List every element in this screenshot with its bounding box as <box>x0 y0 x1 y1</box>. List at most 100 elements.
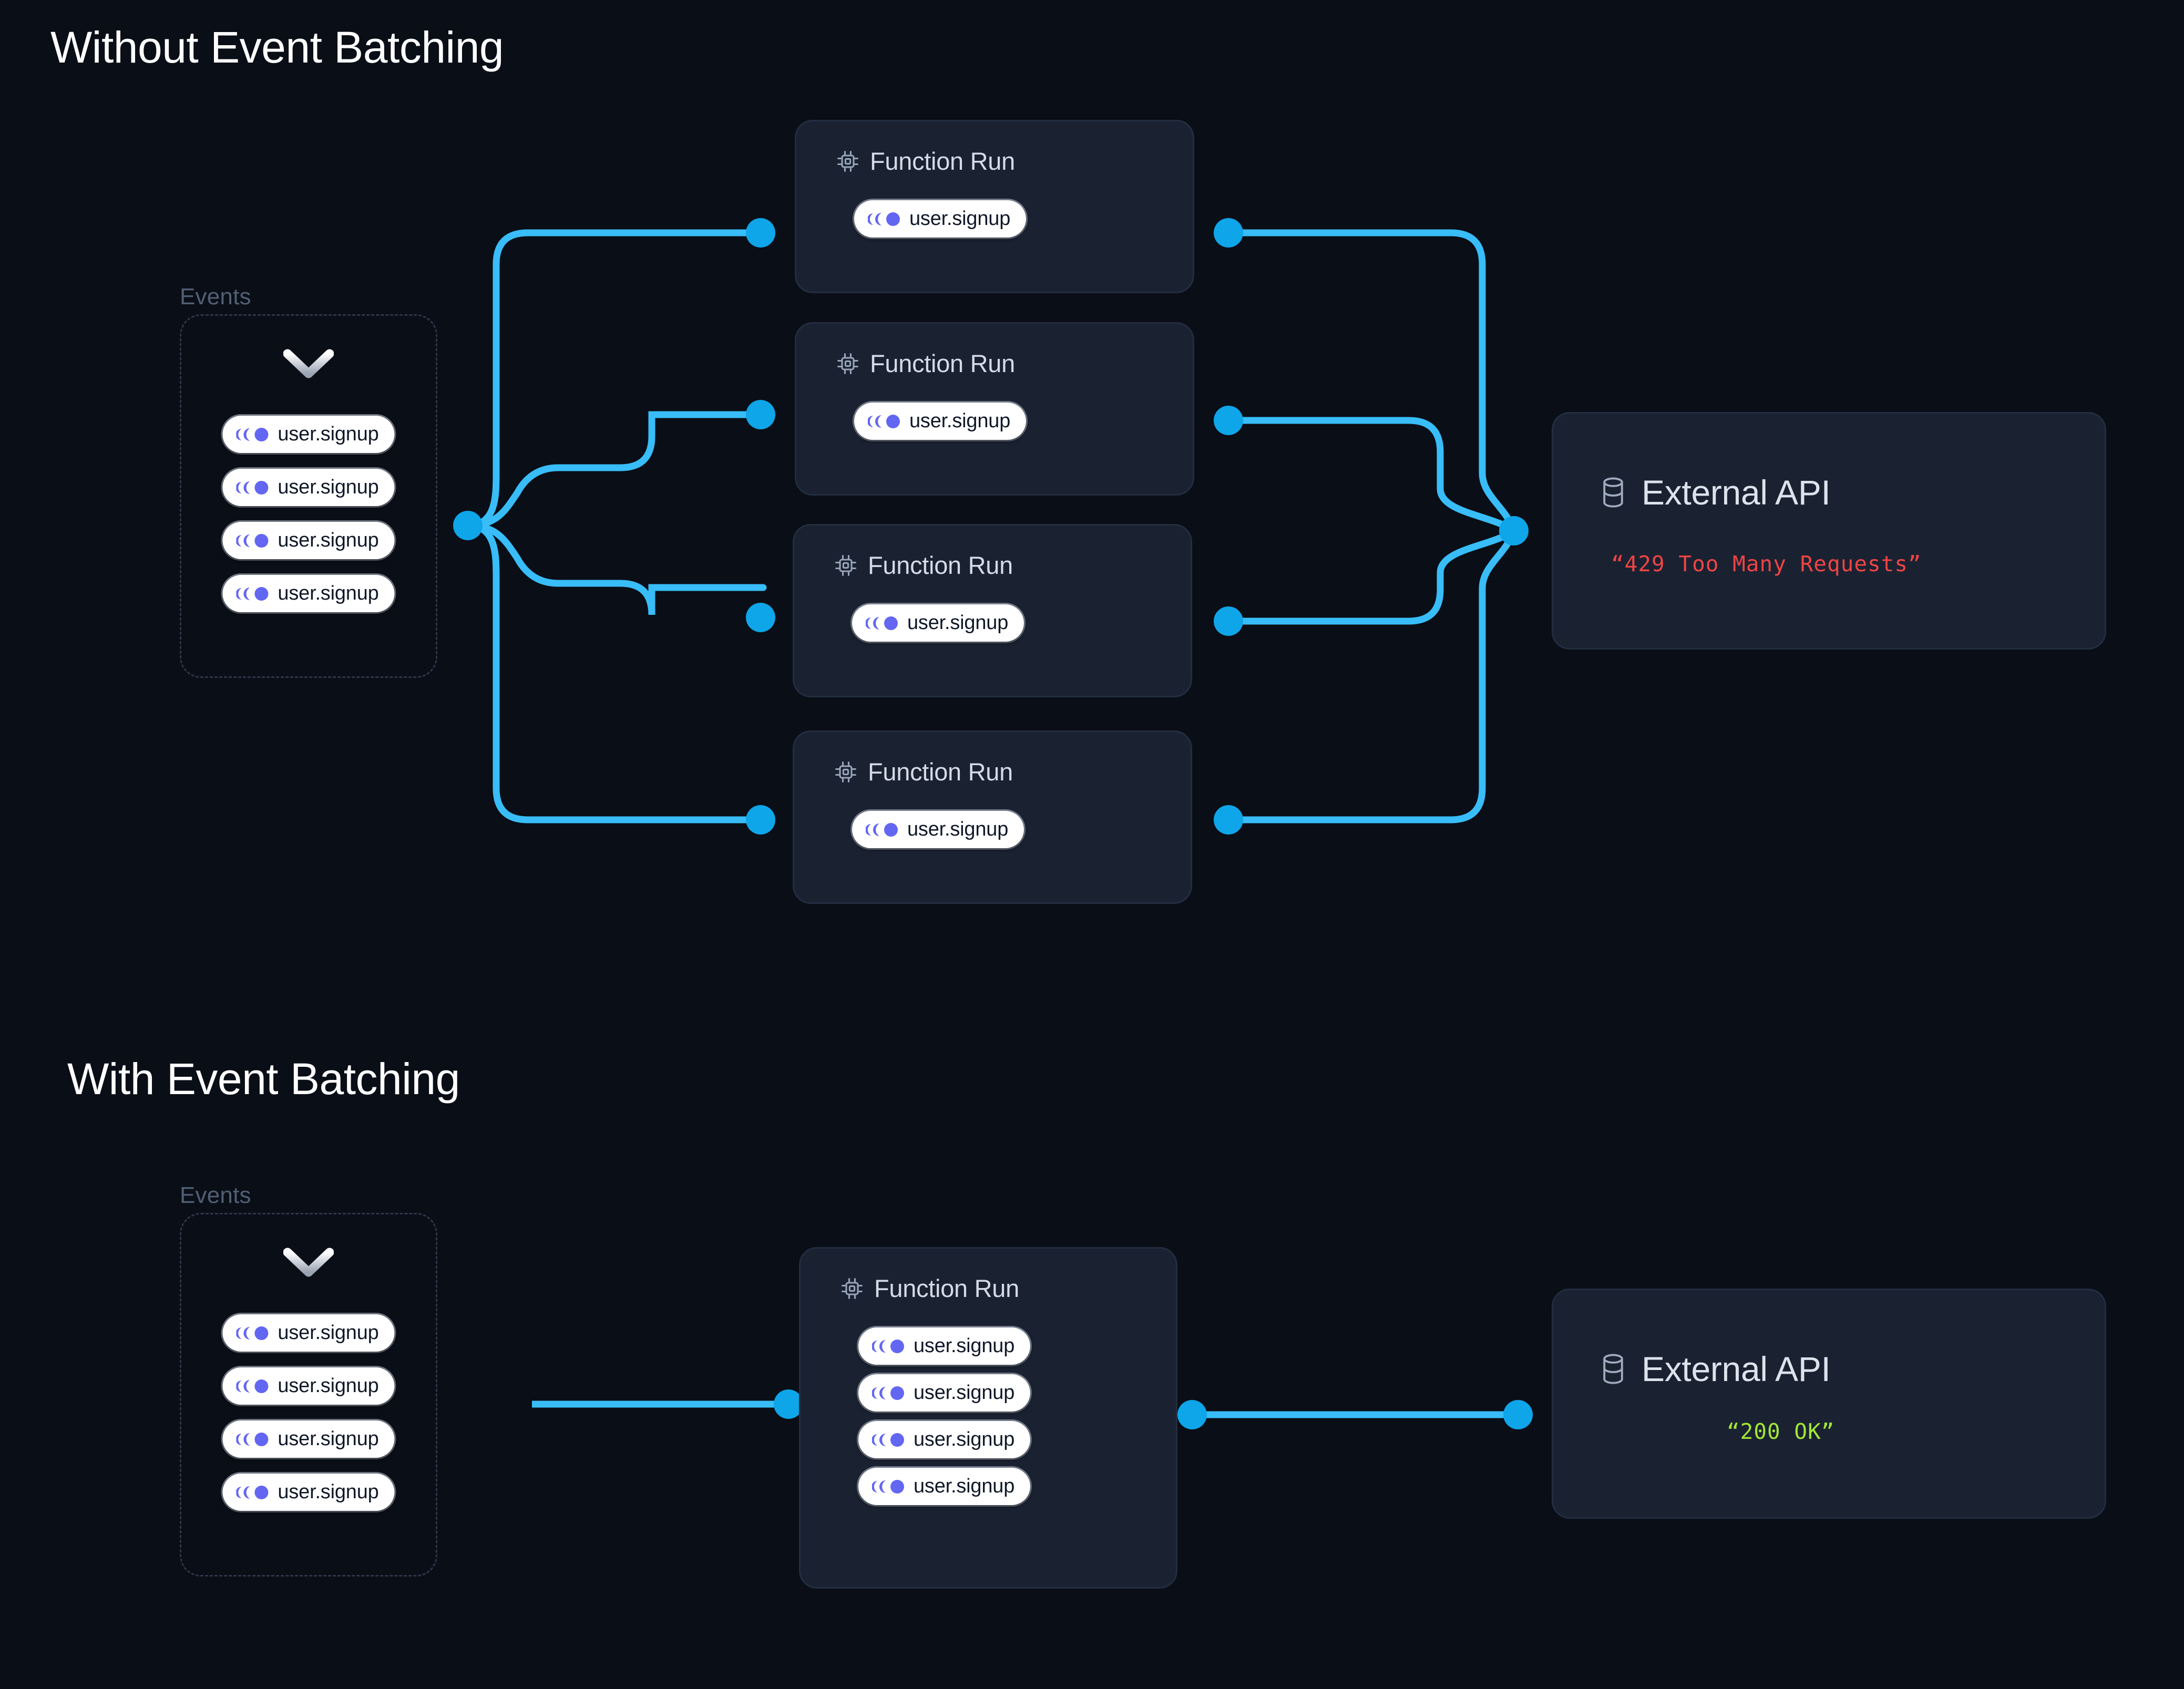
card-title: Function Run <box>870 147 1015 175</box>
card-title: External API <box>1642 473 1831 512</box>
node-fn3-in <box>746 603 775 632</box>
cpu-chip-icon <box>837 150 858 172</box>
event-pill[interactable]: user.signup <box>858 1468 1031 1505</box>
card-header: External API <box>1598 472 1831 512</box>
chevron-down-icon <box>283 348 334 380</box>
event-pill[interactable]: user.signup <box>222 1314 395 1352</box>
event-pill-stack: user.signup user.signup <box>222 1314 395 1511</box>
card-header: External API <box>1598 1349 1831 1389</box>
event-pill[interactable]: user.signup <box>222 1420 395 1458</box>
event-icon <box>866 616 898 630</box>
event-pill-label: user.signup <box>278 529 379 551</box>
events-dashed-container: user.signup user.signup <box>180 1213 437 1577</box>
events-label: Events <box>180 1182 251 1208</box>
section-title-without: Without Event Batching <box>50 23 504 72</box>
event-icon <box>236 1485 269 1499</box>
wire-fn1-to-api <box>1224 229 1517 534</box>
node-fn1-out <box>1214 218 1243 248</box>
event-pill[interactable]: user.signup <box>222 1474 395 1511</box>
card-title: External API <box>1642 1350 1831 1388</box>
card-title: Function Run <box>870 349 1015 377</box>
event-icon <box>868 414 900 428</box>
wire-events-to-fn1 <box>464 229 767 529</box>
event-pill[interactable]: user.signup <box>222 1367 395 1405</box>
function-run-card[interactable]: Function Run user.signup <box>795 322 1194 496</box>
node-api-in <box>1499 516 1529 545</box>
event-pill-label: user.signup <box>914 1428 1015 1450</box>
event-icon <box>236 533 269 548</box>
node-events-out <box>453 511 483 540</box>
event-pill-label: user.signup <box>909 410 1011 432</box>
event-pill-label: user.signup <box>278 1428 379 1450</box>
function-run-card-batched[interactable]: Function Run user.signup user.signup <box>799 1247 1177 1589</box>
event-icon <box>236 1432 269 1446</box>
event-pill-label: user.signup <box>278 1481 379 1503</box>
event-pill-label: user.signup <box>914 1382 1015 1404</box>
function-run-pill-stack: user.signup user.signup user.signup <box>858 1327 1031 1505</box>
event-pill-label: user.signup <box>278 1322 379 1344</box>
event-pill[interactable]: user.signup <box>852 604 1024 642</box>
event-icon <box>236 586 269 601</box>
event-pill-label: user.signup <box>278 582 379 604</box>
event-icon <box>236 1379 269 1393</box>
event-icon <box>236 1326 269 1340</box>
function-run-pill-stack: user.signup <box>854 200 1027 238</box>
node-fn3-out <box>1214 606 1243 636</box>
card-header: Function Run <box>840 1274 1019 1303</box>
database-icon <box>1603 477 1623 508</box>
events-dashed-container: user.signup user.signup <box>180 314 437 678</box>
card-title: Function Run <box>868 551 1013 579</box>
node-fn1-in <box>746 218 775 248</box>
event-pill[interactable]: user.signup <box>858 1327 1031 1365</box>
event-pill[interactable]: user.signup <box>858 1374 1031 1412</box>
function-run-pill-stack: user.signup <box>854 403 1027 440</box>
database-icon <box>1603 1354 1623 1384</box>
event-pill-label: user.signup <box>914 1335 1015 1357</box>
event-icon <box>236 427 269 441</box>
event-icon <box>872 1433 904 1447</box>
event-icon <box>872 1339 904 1353</box>
node-api-batched-in <box>1503 1400 1533 1429</box>
status-badge: “429 Too Many Requests” <box>1611 551 1922 576</box>
event-pill[interactable]: user.signup <box>222 575 395 612</box>
node-fn4-in <box>746 805 775 835</box>
event-pill[interactable]: user.signup <box>854 200 1027 238</box>
event-pill-label: user.signup <box>914 1475 1015 1497</box>
node-fn2-out <box>1214 406 1243 435</box>
node-fn2-in <box>746 400 775 429</box>
event-pill[interactable]: user.signup <box>222 522 395 559</box>
event-pill[interactable]: user.signup <box>222 416 395 453</box>
event-icon <box>236 480 269 495</box>
function-run-card[interactable]: Function Run user.signup <box>795 120 1194 293</box>
cpu-chip-icon <box>835 554 856 576</box>
cpu-chip-icon <box>835 761 856 782</box>
node-fn4-out <box>1214 805 1243 835</box>
card-title: Function Run <box>874 1274 1019 1302</box>
card-header: Function Run <box>834 551 1013 580</box>
event-pill[interactable]: user.signup <box>222 469 395 506</box>
event-icon <box>866 822 898 837</box>
function-run-pill-stack: user.signup <box>852 811 1024 848</box>
function-run-card[interactable]: Function Run user.signup <box>793 524 1192 697</box>
card-header: Function Run <box>836 147 1015 176</box>
node-fn-batched-out <box>1177 1400 1207 1429</box>
cpu-chip-icon <box>837 353 858 374</box>
event-pill[interactable]: user.signup <box>858 1421 1031 1458</box>
event-pill-label: user.signup <box>907 818 1009 840</box>
event-pill-label: user.signup <box>909 208 1011 230</box>
chevron-down-icon <box>283 1247 334 1279</box>
card-header: Function Run <box>834 757 1013 786</box>
event-pill-label: user.signup <box>907 612 1009 634</box>
event-pill[interactable]: user.signup <box>854 403 1027 440</box>
event-icon <box>872 1386 904 1400</box>
event-pill-label: user.signup <box>278 476 379 498</box>
event-pill[interactable]: user.signup <box>852 811 1024 848</box>
event-pill-stack: user.signup user.signup <box>222 416 395 612</box>
external-api-card-batched[interactable]: External API “200 OK” <box>1552 1289 2106 1519</box>
status-badge: “200 OK” <box>1727 1419 1835 1444</box>
card-title: Function Run <box>868 758 1013 786</box>
event-pill-label: user.signup <box>278 1375 379 1397</box>
function-run-card[interactable]: Function Run user.signup <box>793 730 1192 904</box>
external-api-card[interactable]: External API “429 Too Many Requests” <box>1552 412 2106 650</box>
